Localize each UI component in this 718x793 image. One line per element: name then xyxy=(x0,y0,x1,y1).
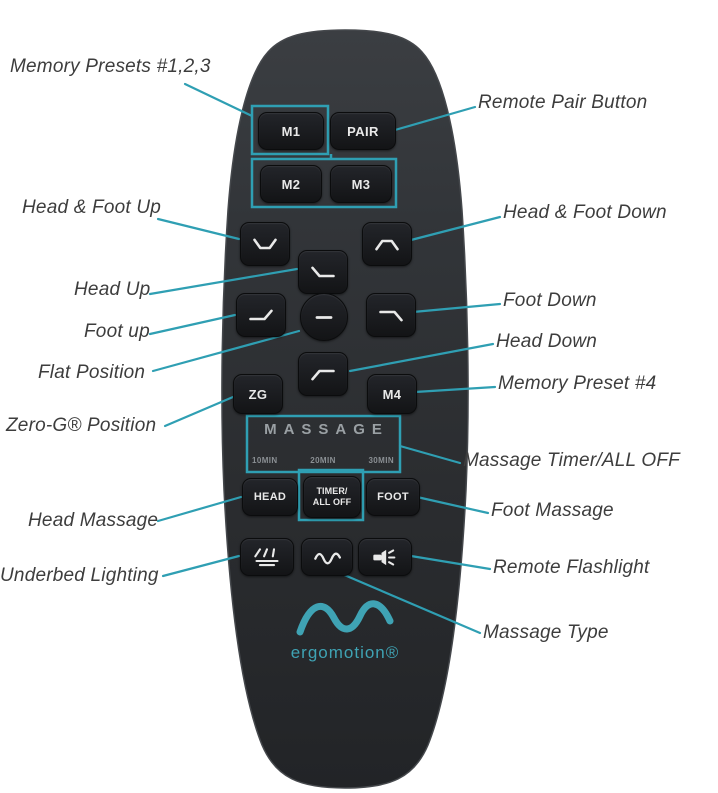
head-foot-down-button[interactable] xyxy=(362,222,412,266)
callout-line-foot-up xyxy=(148,313,237,336)
pair-button[interactable]: PAIR xyxy=(330,112,396,150)
flashlight-button[interactable] xyxy=(358,538,412,576)
memory-presets-highlight-box-m2-m3 xyxy=(250,157,398,209)
callout-line-memory-presets xyxy=(183,82,254,118)
timer-20min-label: 20MIN xyxy=(310,456,336,465)
brand-wordmark: ergomotion® xyxy=(290,643,400,662)
memory-presets-highlight-box-m1 xyxy=(250,104,330,156)
underbed-lighting-button[interactable] xyxy=(240,538,294,576)
callout-label-remote-flashlight: Remote Flashlight xyxy=(493,557,650,578)
callout-label-head-foot-down: Head & Foot Down xyxy=(503,202,667,223)
callout-line-remote-flashlight xyxy=(409,554,492,571)
callout-line-remote-pair xyxy=(393,105,477,132)
head-massage-button[interactable]: HEAD xyxy=(242,478,298,516)
underbed-lighting-icon xyxy=(254,547,279,566)
callout-label-head-foot-up: Head & Foot Up xyxy=(22,197,162,218)
callout-line-massage-timer xyxy=(398,444,462,465)
callout-label-memory-preset-4: Memory Preset #4 xyxy=(498,373,657,394)
flat-position-button[interactable] xyxy=(300,293,348,341)
callout-line-flat-position xyxy=(151,329,301,373)
massage-timer-labels: 10MIN 20MIN 30MIN xyxy=(252,456,394,465)
head-up-icon xyxy=(311,266,335,277)
m4-button[interactable]: M4 xyxy=(367,374,417,414)
callout-line-head-down xyxy=(348,342,495,373)
m2-button[interactable]: M2 xyxy=(260,165,322,203)
callout-line-head-foot-down xyxy=(409,215,502,242)
head-foot-up-button[interactable] xyxy=(240,222,290,266)
callout-label-flat-position: Flat Position xyxy=(38,362,146,383)
head-foot-down-icon xyxy=(375,239,399,250)
foot-massage-button[interactable]: FOOT xyxy=(366,478,420,516)
timer-button-line2: ALL OFF xyxy=(312,497,352,507)
timer-all-off-button[interactable]: TIMER/ ALL OFF xyxy=(303,476,361,518)
callout-line-zero-g xyxy=(163,395,235,428)
m3-button[interactable]: M3 xyxy=(330,165,392,203)
head-up-button[interactable] xyxy=(298,250,348,294)
brand-wave-icon xyxy=(296,600,394,636)
timer-30min-label: 30MIN xyxy=(368,456,394,465)
timer-alloff-highlight-box xyxy=(297,468,365,522)
callout-line-head-foot-up xyxy=(156,217,241,241)
foot-up-button[interactable] xyxy=(236,293,286,337)
callout-label-zero-g-position: Zero-G® Position xyxy=(6,415,157,436)
head-down-button[interactable] xyxy=(298,352,348,396)
timer-button-line1: TIMER/ xyxy=(316,486,348,496)
callout-line-head-up xyxy=(148,267,299,296)
callout-line-head-massage xyxy=(156,495,243,523)
callout-label-foot-up: Foot up xyxy=(84,321,150,342)
massage-highlight-box xyxy=(245,414,402,474)
flashlight-icon xyxy=(373,548,396,566)
m1-button[interactable]: M1 xyxy=(258,112,324,150)
foot-down-icon xyxy=(379,310,403,321)
callout-label-head-up: Head Up xyxy=(74,279,151,300)
zero-g-button[interactable]: ZG xyxy=(233,374,283,414)
callout-label-foot-down: Foot Down xyxy=(503,290,597,311)
callout-label-massage-timer: Massage Timer/ALL OFF xyxy=(463,450,680,471)
callout-label-head-down: Head Down xyxy=(496,331,598,352)
timer-10min-label: 10MIN xyxy=(252,456,278,465)
foot-up-icon xyxy=(249,309,273,320)
callout-label-memory-presets: Memory Presets #1,2,3 xyxy=(10,56,211,77)
callout-label-massage-type: Massage Type xyxy=(483,622,609,643)
callout-label-underbed-lighting: Underbed Lighting xyxy=(0,565,159,586)
callout-line-memory-preset-4 xyxy=(413,385,497,394)
foot-down-button[interactable] xyxy=(366,293,416,337)
massage-type-button[interactable] xyxy=(301,538,353,576)
massage-wave-icon xyxy=(314,552,341,564)
flat-icon xyxy=(315,315,333,319)
massage-title: MASSAGE xyxy=(264,421,389,438)
callout-line-underbed-lighting xyxy=(161,554,241,578)
head-down-icon xyxy=(311,369,335,380)
callout-line-foot-massage xyxy=(415,495,490,515)
callout-label-remote-pair: Remote Pair Button xyxy=(478,92,648,113)
callout-line-massage-type xyxy=(333,569,482,635)
remote-body xyxy=(221,29,469,789)
callout-line-foot-down xyxy=(411,302,502,314)
callout-label-foot-massage: Foot Massage xyxy=(491,500,614,521)
head-foot-up-icon xyxy=(253,238,277,249)
callout-label-head-massage: Head Massage xyxy=(28,510,159,531)
